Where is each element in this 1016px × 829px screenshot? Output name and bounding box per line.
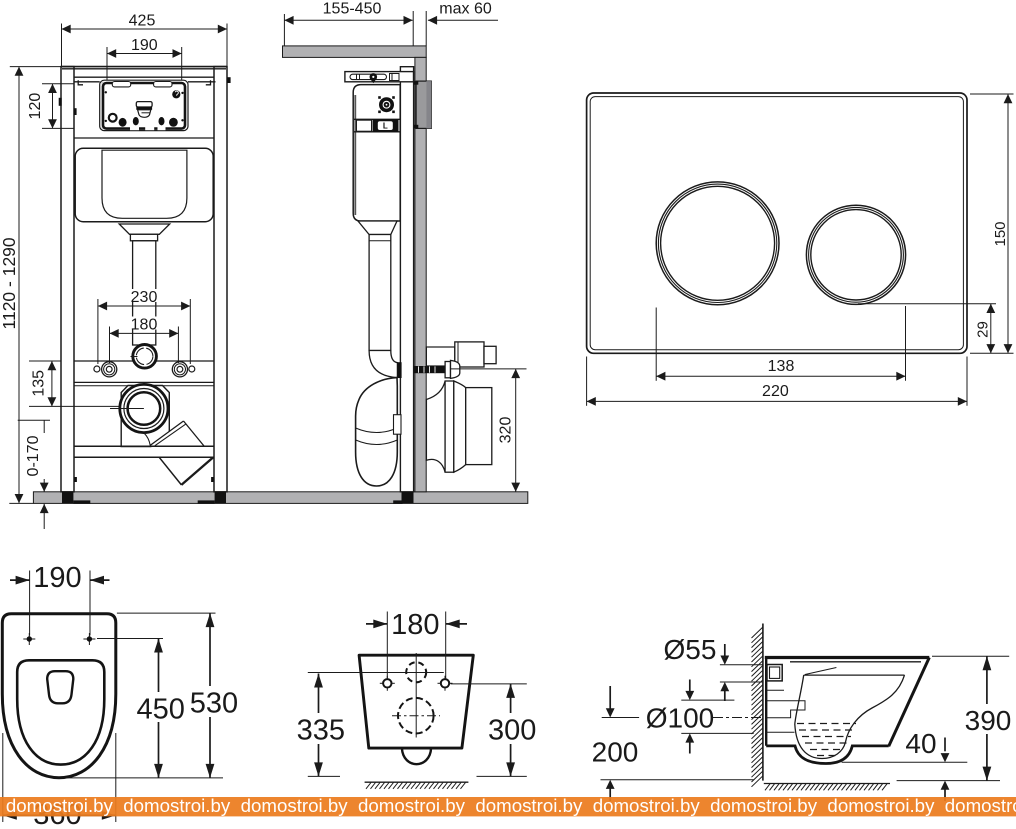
svg-text:230: 230 [131, 289, 158, 306]
svg-text:0-170: 0-170 [25, 435, 42, 476]
svg-text:max 60: max 60 [439, 1, 492, 18]
svg-text:390: 390 [965, 705, 1012, 736]
svg-text:1120 - 1290: 1120 - 1290 [0, 237, 19, 329]
svg-text:425: 425 [129, 13, 156, 30]
svg-text:150: 150 [992, 221, 1009, 246]
svg-text:220: 220 [762, 383, 789, 400]
svg-text:200: 200 [592, 737, 639, 768]
svg-text:40: 40 [905, 728, 936, 759]
svg-text:155-450: 155-450 [323, 1, 382, 18]
svg-text:300: 300 [488, 715, 536, 747]
svg-text:Ø55: Ø55 [664, 634, 717, 665]
svg-text:320: 320 [498, 417, 515, 444]
svg-text:L: L [383, 122, 388, 131]
svg-text:135: 135 [30, 370, 47, 397]
svg-text:530: 530 [190, 688, 238, 720]
svg-text:domostroi.by domostroi.by do: domostroi.by domostroi.by domostroi.by d… [6, 795, 1016, 816]
svg-text:180: 180 [131, 316, 158, 333]
svg-text:190: 190 [131, 37, 158, 54]
svg-text:120: 120 [27, 93, 44, 120]
svg-text:180: 180 [391, 609, 439, 641]
svg-text:138: 138 [768, 358, 795, 375]
svg-text:450: 450 [137, 694, 185, 726]
svg-text:335: 335 [297, 715, 345, 747]
svg-text:190: 190 [33, 562, 81, 594]
svg-text:29: 29 [975, 321, 992, 338]
svg-text:Ø100: Ø100 [646, 703, 715, 734]
